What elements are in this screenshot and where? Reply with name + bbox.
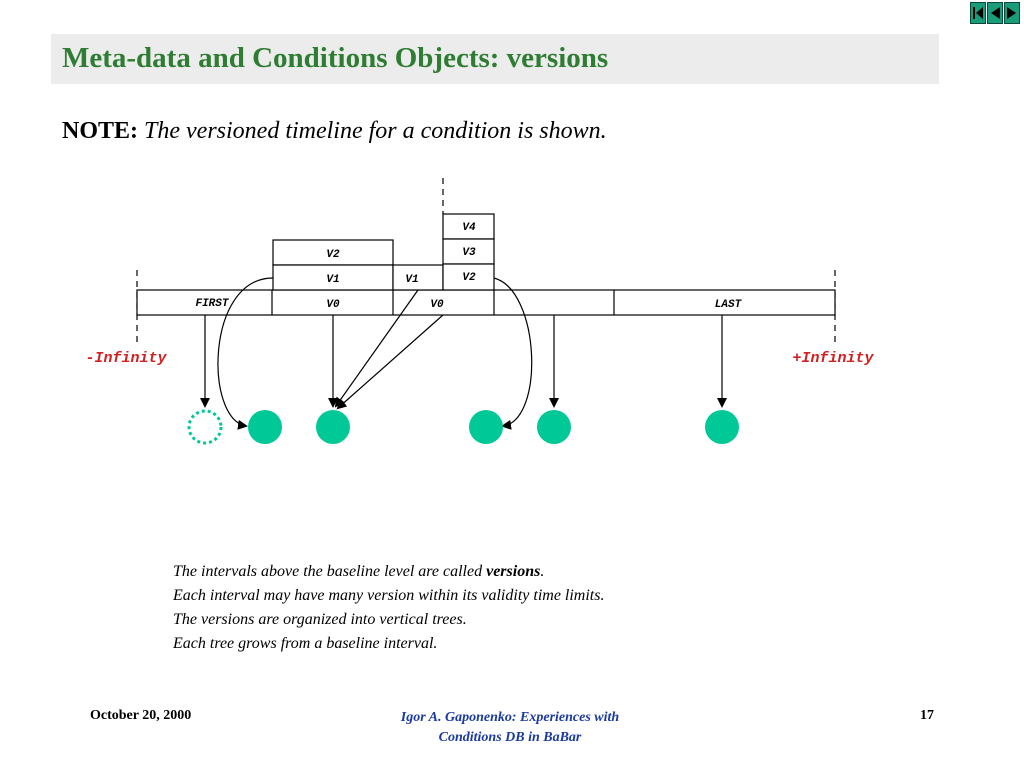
node: [316, 410, 350, 444]
label-v3: V3: [462, 247, 476, 259]
node: [469, 410, 503, 444]
node-empty: [187, 409, 223, 445]
label-v0-a: V0: [326, 299, 340, 311]
node: [248, 410, 282, 444]
nav-controls: [970, 2, 1022, 26]
title-bar: [51, 34, 939, 84]
label-first: FIRST: [195, 298, 229, 310]
arrow-mid-v1: [334, 289, 419, 408]
arrow-v0-b: [336, 314, 444, 410]
version-box-v2: [272, 239, 394, 266]
explanation-text: The intervals above the baseline level a…: [173, 560, 604, 656]
note: NOTE: The versioned timeline for a condi…: [62, 118, 607, 145]
label-tree1-v1: V1: [326, 274, 339, 286]
note-text: The versioned timeline for a condition i…: [144, 118, 607, 144]
version-box-mid-v1: [392, 264, 444, 291]
node: [705, 410, 739, 444]
label-tree2-v2: V2: [462, 272, 476, 284]
label-v4: V4: [462, 222, 476, 234]
version-box-v3: [442, 238, 495, 265]
back-icon[interactable]: [987, 2, 1003, 24]
footer-author: Igor A. Gaponenko: Experiences with Cond…: [400, 710, 620, 745]
explanation-line-4: Each tree grows from a baseline interval…: [173, 635, 438, 652]
footer-date: October 20, 2000: [90, 708, 192, 723]
label-tree1-v2: V2: [326, 249, 340, 261]
first-page-icon[interactable]: [970, 2, 986, 24]
slide-title: Meta-data and Conditions Objects: versio…: [62, 42, 609, 74]
node: [537, 410, 571, 444]
versions-term: versions: [486, 563, 541, 580]
label-last: LAST: [715, 299, 743, 311]
explanation-line-2: Each interval may have many version with…: [173, 587, 605, 604]
label-v0-b: V0: [430, 299, 444, 311]
label-mid-v1: V1: [405, 274, 418, 286]
neg-infinity-label: -Infinity: [85, 350, 167, 367]
explanation-line-1: The intervals above the baseline level a…: [173, 563, 545, 580]
note-label: NOTE:: [62, 118, 139, 144]
curve-arrow-tree1: [217, 277, 274, 430]
pos-infinity-label: +Infinity: [792, 350, 874, 367]
page-number: 17: [920, 708, 934, 723]
version-box-tree2-v2: [442, 263, 495, 291]
forward-icon[interactable]: [1004, 2, 1020, 24]
curve-arrow-tree2: [493, 277, 533, 430]
explanation-line-3: The versions are organized into vertical…: [173, 611, 467, 628]
